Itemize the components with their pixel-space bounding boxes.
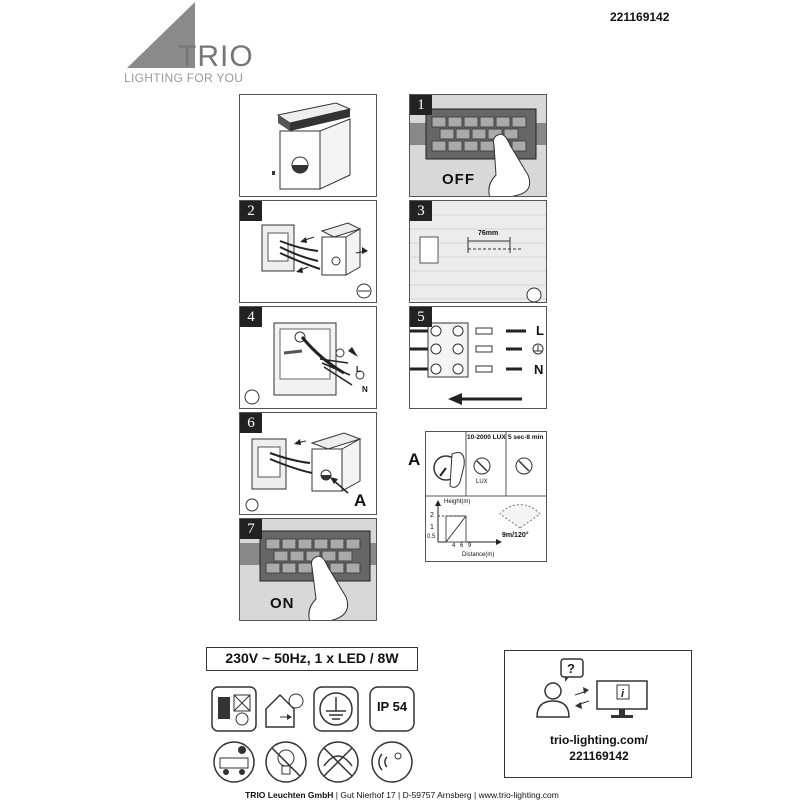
support-box: ? i trio-lighting.com/ 221169142	[504, 650, 692, 778]
step-5-panel: 5 L N	[409, 306, 547, 409]
disposal-icon	[210, 738, 258, 786]
sensor-callout-a: A	[408, 450, 421, 469]
trio-logo: TRIO LIGHTING FOR YOU	[122, 0, 262, 90]
step-5-row-n: N	[534, 362, 544, 377]
no-dimmer-icon	[314, 738, 362, 786]
sensor-settings-illustration	[426, 432, 546, 545]
footer-address: Gut Nierhof 17	[340, 790, 396, 800]
support-illustration: ? i	[536, 658, 648, 718]
indirect-light-icon	[210, 685, 258, 733]
step-5-number: 5	[410, 307, 432, 327]
protection-class-icon	[312, 685, 360, 733]
monitor-info-icon: i	[596, 680, 648, 718]
article-number: 221169142	[610, 10, 670, 24]
step-1-number: 1	[410, 95, 432, 115]
fusebox-illustration	[410, 108, 546, 196]
y-tick-0-5: 0.5	[427, 534, 436, 540]
y-tick-2: 2	[430, 512, 434, 519]
step-4-wiring-illustration	[244, 322, 365, 405]
support-url[interactable]: trio-lighting.com/	[550, 733, 648, 747]
sensor-settings-panel: 10-2000 LUX 5 sec-8 min LUX Height(m) 2 …	[425, 431, 547, 562]
step-5-terminal-illustration	[410, 322, 544, 405]
time-range-label: 5 sec-8 min	[508, 434, 544, 441]
fusebox-on-illustration	[240, 530, 376, 620]
step-7-number: 7	[240, 519, 262, 539]
step-3-panel: 3 76mm	[409, 200, 547, 303]
step-6-callout-a: A	[354, 491, 367, 510]
support-code: 221169142	[569, 749, 629, 763]
lux-text: LUX	[476, 479, 488, 485]
distance-axis-label: Distance(m)	[462, 552, 495, 558]
x-tick-9: 9	[468, 543, 472, 549]
step-4-wire-l: L	[356, 365, 361, 374]
step-5-row-l: L	[536, 323, 544, 338]
wall-lamp-illustration	[272, 102, 352, 190]
motion-sensor-icon	[368, 738, 416, 786]
step-6-number: 6	[240, 413, 262, 433]
range-label: 9m/120°	[502, 532, 529, 539]
y-tick-1: 1	[430, 524, 434, 531]
svg-text:?: ?	[567, 661, 575, 676]
step-6-mount-illustration	[245, 432, 362, 512]
step-4-wire-n: N	[362, 385, 368, 394]
step-4-panel: 4 L N	[239, 306, 377, 409]
step-3-drilling-illustration	[410, 214, 546, 302]
step-1-off-label: OFF	[442, 171, 475, 188]
footer-sep-2: |	[398, 790, 403, 800]
svg-text:i: i	[621, 688, 625, 700]
ip-rating-text: IP 54	[376, 699, 408, 714]
question-bubble-icon: ?	[560, 658, 584, 682]
no-halogen-icon	[262, 738, 310, 786]
exchange-arrows-icon	[574, 687, 590, 709]
step-7-panel: 7 ON	[239, 518, 377, 621]
step-2-disassembly-illustration	[261, 222, 372, 299]
product-image-panel	[239, 94, 377, 197]
brand-name: TRIO	[178, 40, 254, 73]
brand-tagline: LIGHTING FOR YOU	[124, 71, 244, 85]
lux-range-label: 10-2000 LUX	[467, 434, 506, 441]
step-1-panel: 1 OFF	[409, 94, 547, 197]
x-tick-6: 6	[460, 543, 464, 549]
footer-sep-1: |	[335, 790, 341, 800]
step-3-measure: 76mm	[478, 230, 499, 237]
logo-triangle-icon	[127, 2, 195, 68]
step-7-on-label: ON	[270, 595, 295, 612]
height-axis-label: Height(m)	[444, 499, 471, 505]
footer: TRIO Leuchten GmbH | Gut Nierhof 17 | D-…	[0, 790, 804, 800]
footer-company: TRIO Leuchten GmbH	[245, 790, 334, 800]
step-2-panel: 2	[239, 200, 377, 303]
ip-rating-icon: IP 54	[368, 685, 416, 733]
footer-sep-3: |	[473, 790, 479, 800]
step-3-number: 3	[410, 201, 432, 221]
person-icon	[536, 682, 570, 718]
footer-city: D-59757 Arnsberg	[402, 790, 472, 800]
power-spec-box: 230V ~ 50Hz, 1 x LED / 8W	[206, 647, 418, 671]
replaceable-bulb-icon	[260, 685, 308, 733]
step-4-number: 4	[240, 307, 262, 327]
footer-web[interactable]: www.trio-lighting.com	[478, 790, 559, 800]
step-2-number: 2	[240, 201, 262, 221]
x-tick-4: 4	[452, 543, 456, 549]
step-6-panel: 6 A	[239, 412, 377, 515]
